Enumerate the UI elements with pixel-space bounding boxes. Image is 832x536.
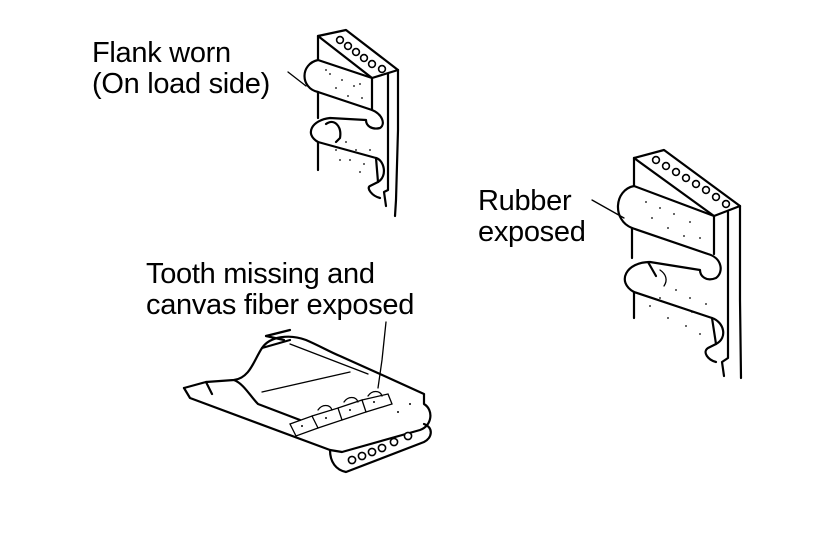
cord-ends-rubber	[651, 155, 731, 209]
leader-flank-worn	[287, 71, 307, 87]
label-flank-worn-line-1: Flank worn	[92, 37, 231, 69]
leader-tooth-missing	[377, 321, 387, 389]
label-rubber-exposed-line-2: exposed	[478, 216, 586, 248]
label-tooth-missing-line-1: Tooth missing and	[146, 258, 375, 290]
belt-flank-worn-drawing	[287, 28, 400, 218]
stipple-flank	[325, 69, 371, 173]
belt-rubber-exposed-drawing	[591, 148, 743, 380]
cord-ends-tooth	[347, 431, 413, 465]
label-rubber-exposed-line-1: Rubber	[478, 185, 572, 217]
label-tooth-missing-line-2: canvas fiber exposed	[146, 289, 415, 321]
leader-rubber-exposed	[591, 199, 625, 219]
stipple-rubber	[645, 201, 707, 335]
label-rubber-exposed: Rubber exposed	[478, 186, 586, 248]
label-flank-worn-line-2: (On load side)	[92, 68, 270, 100]
label-flank-worn: Flank worn (On load side)	[92, 38, 270, 100]
cord-ends-flank	[335, 35, 387, 74]
label-tooth-missing: Tooth missing and canvas fiber exposed	[146, 259, 414, 321]
canvas-fiber-exposed	[289, 390, 411, 437]
belt-tooth-missing-drawing	[182, 321, 432, 474]
